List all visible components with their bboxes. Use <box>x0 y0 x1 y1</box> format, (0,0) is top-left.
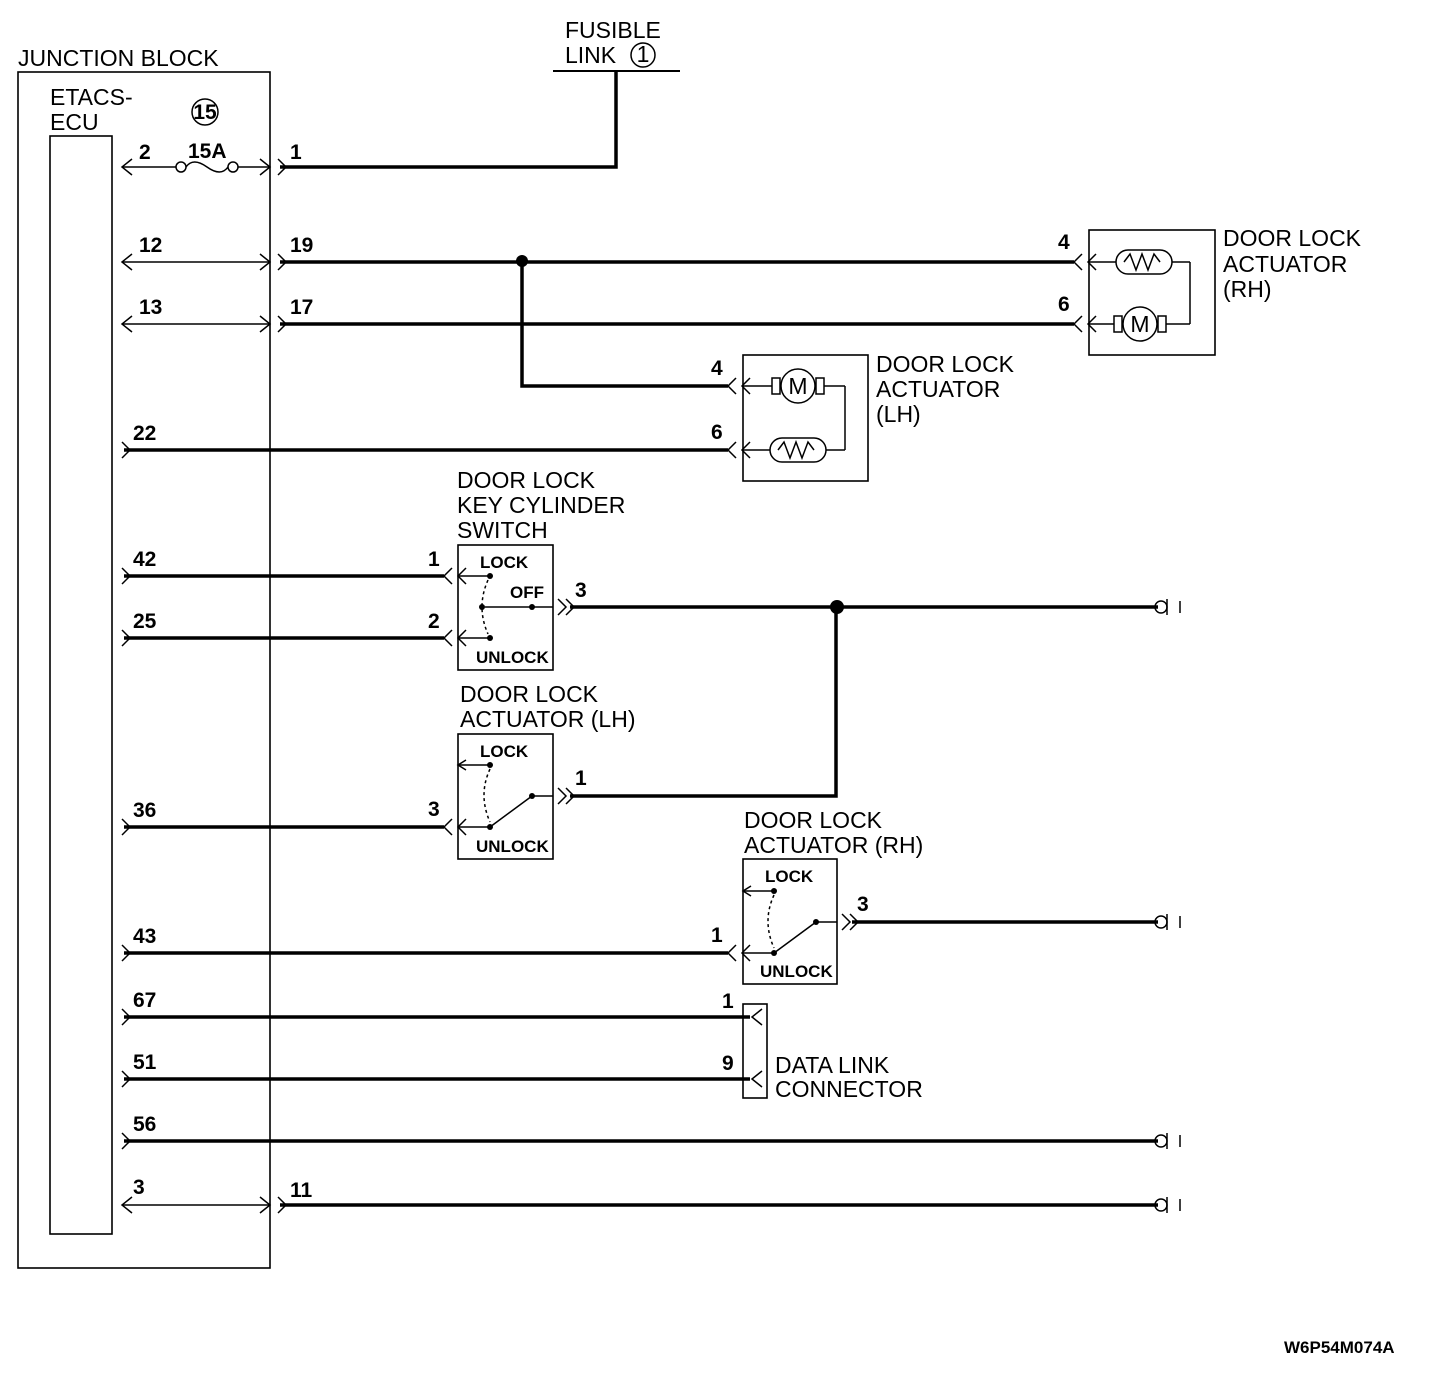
act-lh-sw-label-2: ACTUATOR (LH) <box>460 706 636 732</box>
actuator-rh-label-3: (RH) <box>1223 276 1272 302</box>
junction-block-label: JUNCTION BLOCK <box>18 45 219 71</box>
act-lh-sw-internals <box>442 759 576 836</box>
act-rh-sw-pin-1: 1 <box>711 924 723 947</box>
ecu-label-2: ECU <box>50 109 99 135</box>
fuse-number: 15 <box>193 101 217 124</box>
actuator-lh-pin-6: 6 <box>711 421 723 444</box>
key-cyl-label-2: KEY CYLINDER <box>457 492 625 518</box>
data-link-connector-box <box>742 1003 768 1099</box>
jb-pin-11: 11 <box>290 1179 313 1202</box>
dlc-label-2: CONNECTOR <box>775 1076 923 1102</box>
actuator-rh-internals <box>1072 249 1191 342</box>
door-lock-actuator-lh-box <box>742 354 869 482</box>
dlc-pin-1: 1 <box>722 990 734 1013</box>
key-cyl-lock: LOCK <box>480 553 529 572</box>
act-lh-sw-label-1: DOOR LOCK <box>460 681 599 707</box>
act-lh-sw-unlock: UNLOCK <box>476 837 549 856</box>
door-lock-actuator-rh-box <box>1088 229 1216 356</box>
act-rh-sw-lock: LOCK <box>765 867 814 886</box>
ecu-jb-internal-lines <box>120 158 288 1214</box>
actuator-rh-label-2: ACTUATOR <box>1223 251 1347 277</box>
actuator-lh-pin-4: 4 <box>711 357 723 380</box>
fusible-link-label-1: FUSIBLE <box>565 17 661 43</box>
actuator-lh-label-3: (LH) <box>876 401 921 427</box>
key-cyl-label-1: DOOR LOCK <box>457 467 596 493</box>
motor-icon-rh: M <box>1130 311 1149 337</box>
junction-dot-top <box>516 255 528 267</box>
fusible-link-label-2: LINK <box>565 42 617 68</box>
fuse-rating: 15A <box>188 140 227 163</box>
ecu-pin-connectors <box>121 441 132 1150</box>
dlc-label-1: DATA LINK <box>775 1052 890 1078</box>
act-rh-sw-internals <box>726 885 860 962</box>
key-cyl-pin-3: 3 <box>575 579 587 602</box>
actuator-lh-label-2: ACTUATOR <box>876 376 1000 402</box>
ecu-pin-43: 43 <box>133 925 156 948</box>
key-cyl-label-3: SWITCH <box>457 517 548 543</box>
key-cyl-off: OFF <box>510 583 544 602</box>
key-cyl-unlock: UNLOCK <box>476 648 549 667</box>
key-cyl-pin-2: 2 <box>428 610 440 633</box>
jb-pin-17: 17 <box>290 296 313 319</box>
act-rh-sw-label-1: DOOR LOCK <box>744 807 883 833</box>
fusible-link-number: 1 <box>637 41 650 67</box>
actuator-lh-label-1: DOOR LOCK <box>876 351 1015 377</box>
actuator-rh-pin-6: 6 <box>1058 293 1070 316</box>
wire-fusible-link <box>280 71 618 169</box>
act-lh-sw-pin-3: 3 <box>428 798 440 821</box>
ecu-pin-25: 25 <box>133 610 157 633</box>
wires <box>124 260 1158 1207</box>
act-rh-sw-pin-3: 3 <box>857 893 869 916</box>
ecu-pin-51: 51 <box>133 1051 157 1074</box>
act-lh-sw-lock: LOCK <box>480 742 529 761</box>
ground-icon <box>1154 599 1181 1213</box>
ecu-pin-13: 13 <box>139 296 162 319</box>
dlc-pins <box>750 1008 763 1088</box>
ecu-pin-12: 12 <box>139 234 162 257</box>
key-cyl-internals <box>442 567 576 647</box>
ecu-pin-22: 22 <box>133 422 156 445</box>
etacs-ecu-box <box>49 135 113 1235</box>
fusible-link-number-circle <box>630 42 656 68</box>
junction-block-box <box>17 71 271 1269</box>
ecu-pin-36: 36 <box>133 799 156 822</box>
key-cyl-pin-1: 1 <box>428 548 440 571</box>
act-rh-sw-unlock: UNLOCK <box>760 962 833 981</box>
jb-pin-19: 19 <box>290 234 313 257</box>
actuator-lh-internals <box>726 368 846 463</box>
ecu-pin-67: 67 <box>133 989 156 1012</box>
act-lh-sw-pin-1: 1 <box>575 767 587 790</box>
ecu-pin-56: 56 <box>133 1113 156 1136</box>
diagram-code: W6P54M074A <box>1284 1338 1395 1357</box>
actuator-rh-pin-4: 4 <box>1058 231 1070 254</box>
ecu-pin-2: 2 <box>139 141 151 164</box>
act-rh-sw-label-2: ACTUATOR (RH) <box>744 832 923 858</box>
motor-icon-lh: M <box>788 373 807 399</box>
fuse-symbol <box>122 161 270 173</box>
actuator-rh-label-1: DOOR LOCK <box>1223 225 1362 251</box>
jb-pin-1: 1 <box>290 141 302 164</box>
junction-dot-ground <box>830 600 844 614</box>
ecu-pin-3: 3 <box>133 1176 145 1199</box>
ecu-label-1: ETACS- <box>50 84 133 110</box>
fuse-number-circle <box>191 98 219 126</box>
dlc-pin-9: 9 <box>722 1052 734 1075</box>
ecu-pin-42: 42 <box>133 548 156 571</box>
